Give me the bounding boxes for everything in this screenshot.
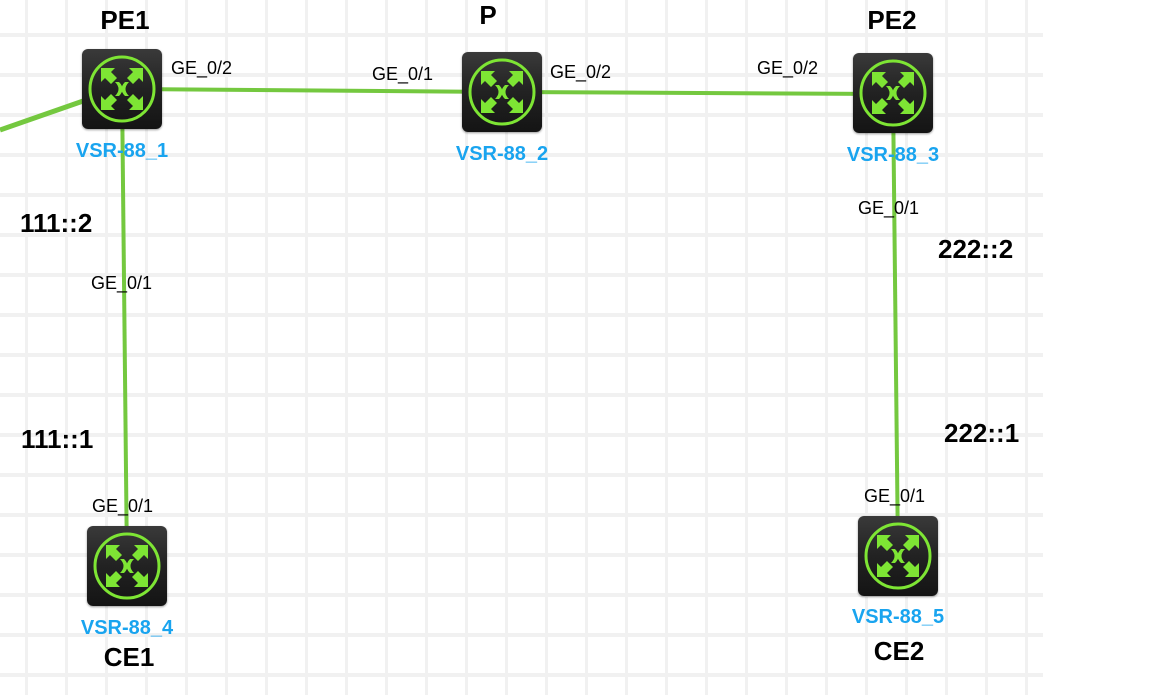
router-icon (859, 59, 927, 127)
address-label-222-2: 222::2 (938, 234, 1014, 264)
device-vsr-88-3[interactable] (853, 53, 933, 133)
port-label-p-ge02: GE_0/2 (550, 62, 612, 82)
role-label-pe2: PE2 (867, 5, 917, 35)
port-label-pe2-ge01: GE_0/1 (858, 198, 920, 218)
role-label-ce1: CE1 (103, 642, 155, 672)
address-label-222-1: 222::1 (944, 418, 1020, 448)
port-label-p-ge01: GE_0/1 (372, 64, 434, 84)
address-label-111-1: 111::1 (21, 424, 94, 454)
device-vsr-88-1[interactable] (82, 49, 162, 129)
role-label-p: P (479, 0, 497, 30)
port-label-ce2-ge01: GE_0/1 (864, 486, 926, 506)
link-pe1-p[interactable] (121, 87, 503, 94)
router-icon (88, 55, 156, 123)
device-name-vsr-88-5: VSR-88_5 (851, 606, 945, 628)
device-name-vsr-88-1: VSR-88_1 (75, 140, 169, 162)
link-p-pe2[interactable] (501, 90, 894, 96)
device-name-vsr-88-3: VSR-88_3 (846, 144, 940, 166)
port-label-pe1-ge02: GE_0/2 (171, 58, 233, 78)
router-icon (93, 532, 161, 600)
link-pe1-offscreen[interactable] (0, 97, 87, 133)
device-name-vsr-88-4: VSR-88_4 (80, 617, 174, 639)
device-vsr-88-2[interactable] (462, 52, 542, 132)
device-vsr-88-4[interactable] (87, 526, 167, 606)
link-pe2-ce2[interactable] (891, 93, 900, 557)
address-label-111-2: 111::2 (20, 208, 93, 238)
device-vsr-88-5[interactable] (858, 516, 938, 596)
router-icon (864, 522, 932, 590)
port-label-ce1-ge01: GE_0/1 (92, 496, 154, 516)
role-label-ce2: CE2 (873, 636, 925, 666)
role-label-pe1: PE1 (100, 5, 150, 35)
port-label-pe2-ge02: GE_0/2 (757, 58, 819, 78)
device-name-vsr-88-2: VSR-88_2 (455, 143, 549, 165)
router-icon (468, 58, 536, 126)
port-label-pe1-ge01: GE_0/1 (91, 273, 153, 293)
link-pe1-ce1[interactable] (120, 88, 129, 567)
